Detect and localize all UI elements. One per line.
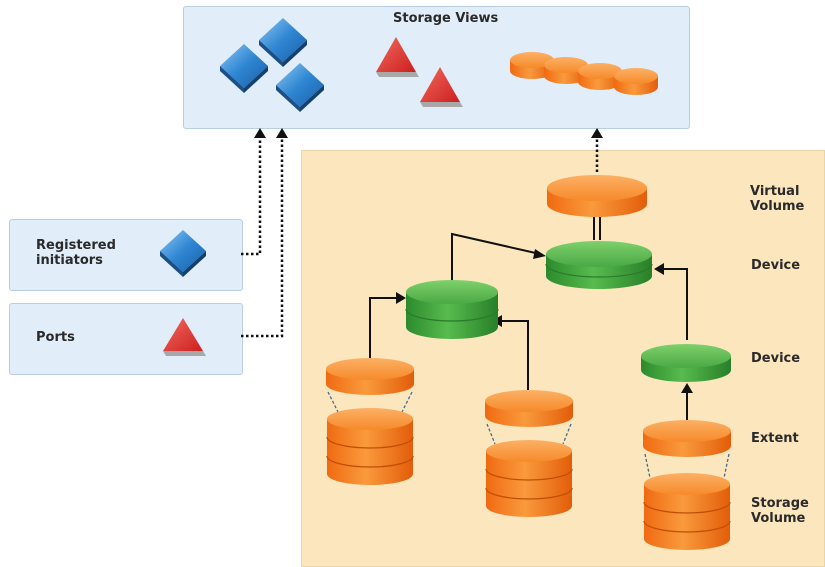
orange-puck-icon — [544, 57, 588, 84]
device-top-label: Device — [751, 258, 801, 273]
storage-volume-stack — [485, 440, 573, 517]
red-triangle-icon — [163, 318, 206, 356]
blue-diamond-icon — [259, 18, 307, 67]
solid-connectors — [369, 214, 688, 420]
extent2-to-left-device — [498, 320, 529, 390]
right-device-cylinder — [641, 344, 731, 382]
initiators-to-views-connector — [241, 136, 262, 256]
right-device-to-top-device — [660, 268, 688, 340]
extent-mapping-lines — [327, 391, 730, 479]
arrowhead-to-top-device-left — [533, 249, 546, 259]
extent-cylinder — [643, 420, 731, 457]
port-triangle-icons — [376, 37, 463, 107]
arrowhead-to-top-device-right — [654, 263, 664, 275]
red-triangle-icon — [376, 37, 419, 77]
device-lower-label: Device — [751, 351, 801, 366]
orange-puck-icon — [578, 63, 622, 90]
orange-puck-icon — [510, 52, 554, 79]
red-triangle-icon — [420, 67, 463, 107]
virtual-volume-pucks — [510, 52, 658, 95]
extent1-to-left-device — [369, 297, 400, 358]
left-device-cylinder — [405, 280, 499, 339]
extent-cylinder — [326, 358, 414, 395]
arrowhead-to-left-device-a — [396, 292, 406, 304]
blue-diamond-icon — [276, 63, 324, 112]
blue-diamond-icon — [220, 44, 268, 93]
orange-puck-icon — [614, 68, 658, 95]
arrowhead-virtual-volume — [591, 128, 603, 138]
initiator-diamond-icons — [220, 18, 324, 112]
ports-panel — [9, 303, 243, 375]
registered-initiators-label: Registered initiators — [36, 238, 116, 268]
blue-diamond-icon — [160, 230, 206, 277]
storage-volume-stack — [643, 473, 731, 550]
storage-volume-label: Storage Volume — [751, 496, 809, 526]
storage-volume-stack — [326, 408, 414, 485]
dotted-connectors — [241, 136, 599, 338]
storage-views-title: Storage Views — [393, 11, 499, 26]
ports-label: Ports — [36, 330, 75, 345]
top-device-cylinder — [545, 241, 653, 289]
virtual-volume-cylinder — [547, 175, 647, 217]
arrowhead-initiators — [254, 128, 266, 138]
extent-cylinder — [485, 390, 573, 427]
arrowhead-ports — [276, 128, 288, 138]
virtual-volume-label: Virtual Volume — [750, 184, 805, 214]
dotted-arrowheads — [254, 128, 603, 138]
extent-label: Extent — [751, 431, 799, 446]
arrowhead-to-right-device — [681, 383, 693, 393]
left-device-to-top-device — [451, 232, 541, 284]
ports-to-views-connector — [241, 136, 284, 338]
